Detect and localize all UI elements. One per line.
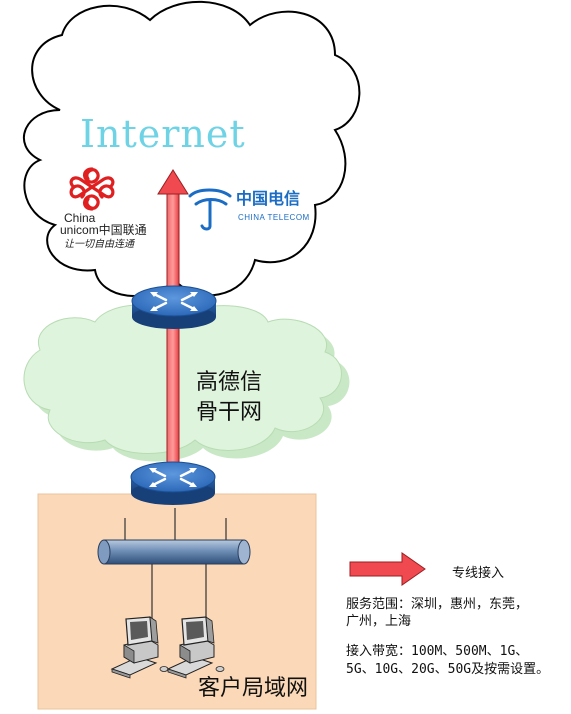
unicom-brand-en-1: China	[64, 211, 96, 225]
service-area-line2: 广州，上海	[346, 614, 411, 629]
router-icon	[130, 284, 218, 331]
unicom-slogan: 让一切自由连通	[64, 238, 136, 250]
lan-uplinks	[124, 508, 227, 540]
internet-cloud	[22, 0, 361, 297]
internet-label: Internet	[80, 112, 246, 156]
switch-bus-icon	[97, 539, 251, 565]
legend-arrow-label: 专线接入	[452, 565, 504, 581]
bandwidth-line2: 5G、10G、20G、50G及按需设置。	[346, 662, 549, 677]
telecom-brand-cn: 中国电信	[236, 189, 300, 208]
unicom-brand-en-2: unicom中国联通	[60, 222, 147, 237]
lan-label: 客户局域网	[198, 676, 308, 701]
bandwidth-line1: 接入带宽：100M、500M、1G、	[346, 643, 528, 659]
telecom-brand-en: CHINA TELECOM	[238, 213, 310, 222]
china-unicom-logo: China unicom中国联通 让一切自由连通	[60, 167, 147, 250]
telecom-emblem-icon	[188, 188, 232, 231]
china-telecom-logo: 中国电信 CHINA TELECOM	[188, 188, 310, 231]
unicom-knot-icon	[69, 167, 115, 211]
router-icon	[129, 460, 217, 507]
backbone-label-line2: 骨干网	[196, 400, 262, 425]
backbone-label-line1: 高德信	[196, 370, 262, 395]
service-area-line1: 服务范围：深圳，惠州，东莞，	[346, 596, 528, 612]
legend-arrow-icon	[349, 552, 426, 586]
